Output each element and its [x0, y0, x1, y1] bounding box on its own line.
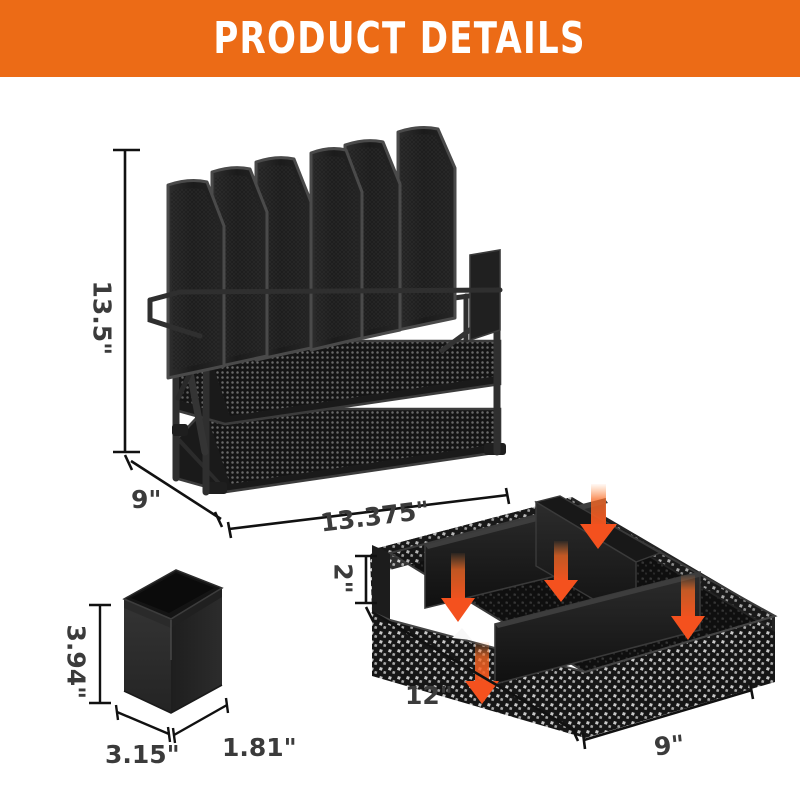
insert-arrow-icon — [441, 553, 475, 622]
tray-width-label: 9" — [652, 729, 686, 762]
sorter-panel — [254, 156, 313, 362]
organizer-width-label: 13.375" — [318, 495, 431, 538]
organizer-dimension-lines — [113, 148, 511, 539]
tray-divider — [494, 570, 703, 686]
tray-height-label: 2" — [328, 563, 358, 594]
page-title: PRODUCT DETAILS — [213, 12, 587, 64]
cup-width-line — [116, 710, 170, 736]
organizer-sorter-panels — [166, 126, 457, 380]
cup-height-label: 3.94" — [61, 624, 91, 700]
insert-arrow-icon — [465, 642, 499, 704]
organizer-bottom-tray — [173, 407, 506, 494]
tray-dimension-lines — [355, 554, 755, 750]
insert-arrow-icon — [544, 541, 578, 602]
insert-arrow-icon — [580, 484, 617, 549]
divider-insert-arrows — [441, 484, 705, 704]
tray-depth-label: 12" — [405, 681, 453, 710]
organizer-depth-label: 9" — [131, 485, 162, 514]
organizer-middle-tray — [173, 339, 502, 426]
organizer-side-cup — [469, 249, 501, 342]
page-header-banner: PRODUCT DETAILS — [0, 0, 800, 77]
cup-depth-line — [173, 703, 228, 737]
sorter-panel — [396, 126, 457, 332]
organizer-right-frame — [438, 286, 501, 456]
tray-divider — [534, 495, 662, 626]
organizer-height-label: 13.5" — [87, 280, 117, 356]
sorter-panel — [309, 147, 364, 352]
cup-depth-label: 1.81" — [222, 733, 297, 762]
sorter-panel — [210, 166, 269, 370]
tray-divider — [424, 497, 608, 610]
file-organizer-illustration — [147, 126, 506, 496]
sorter-panel — [166, 179, 226, 380]
tray-depth-line — [371, 610, 578, 734]
insert-arrow-icon — [671, 575, 705, 640]
pen-cup-illustration — [122, 569, 224, 714]
cup-width-label: 3.15" — [105, 740, 180, 769]
organizer-left-frame — [172, 288, 210, 496]
pen-cup-dimension-lines — [89, 603, 230, 744]
sorter-panel — [343, 139, 402, 344]
